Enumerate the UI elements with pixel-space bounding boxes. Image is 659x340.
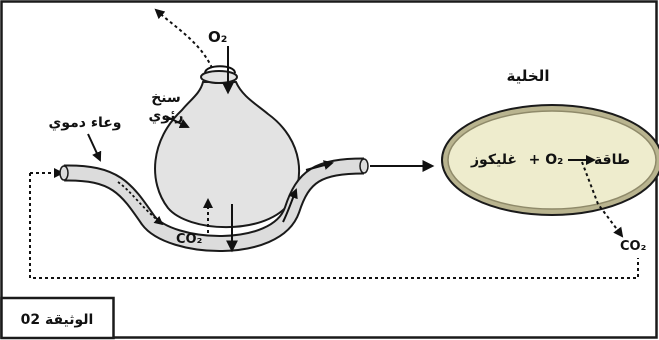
vessel-flow-arrow-top bbox=[305, 160, 334, 171]
equation-glucose: غليكوز bbox=[470, 152, 517, 168]
cell-title: الخلية bbox=[507, 67, 550, 85]
co2-right-label: CO₂ bbox=[620, 239, 646, 254]
o2-top-label: O₂ bbox=[208, 28, 227, 46]
equation-plus-o2: + O₂ bbox=[529, 152, 564, 168]
vessel-opening-right bbox=[359, 158, 369, 174]
document-label: الوثيقة 02 bbox=[21, 312, 94, 328]
alveolus-neck bbox=[200, 70, 238, 84]
equation-energy: طاقة bbox=[594, 152, 630, 168]
co2-bottom-label: CO₂ bbox=[176, 232, 202, 247]
alveolus-pointer-arrow bbox=[164, 115, 190, 129]
circulation-dotted-line bbox=[29, 173, 639, 279]
alveolus-label-line2: رئوي bbox=[149, 108, 184, 125]
vessel-flow-dotted-arrow bbox=[117, 181, 164, 226]
vessel-opening-left bbox=[59, 165, 69, 181]
co2-release-dotted-arrow bbox=[581, 161, 624, 238]
vessel-pointer-arrow bbox=[87, 133, 102, 162]
co2-exit-dotted-arrow bbox=[154, 8, 213, 69]
vessel-label: وعاء دموي bbox=[48, 115, 121, 132]
cell-cytoplasm bbox=[447, 110, 657, 210]
alveolus-label-line1: سنخ bbox=[151, 90, 181, 106]
o2-spiral bbox=[204, 65, 236, 74]
vessel-flow-arrow bbox=[282, 188, 298, 223]
document-label-box bbox=[0, 296, 115, 340]
blood-vessel-inner bbox=[63, 159, 365, 250]
